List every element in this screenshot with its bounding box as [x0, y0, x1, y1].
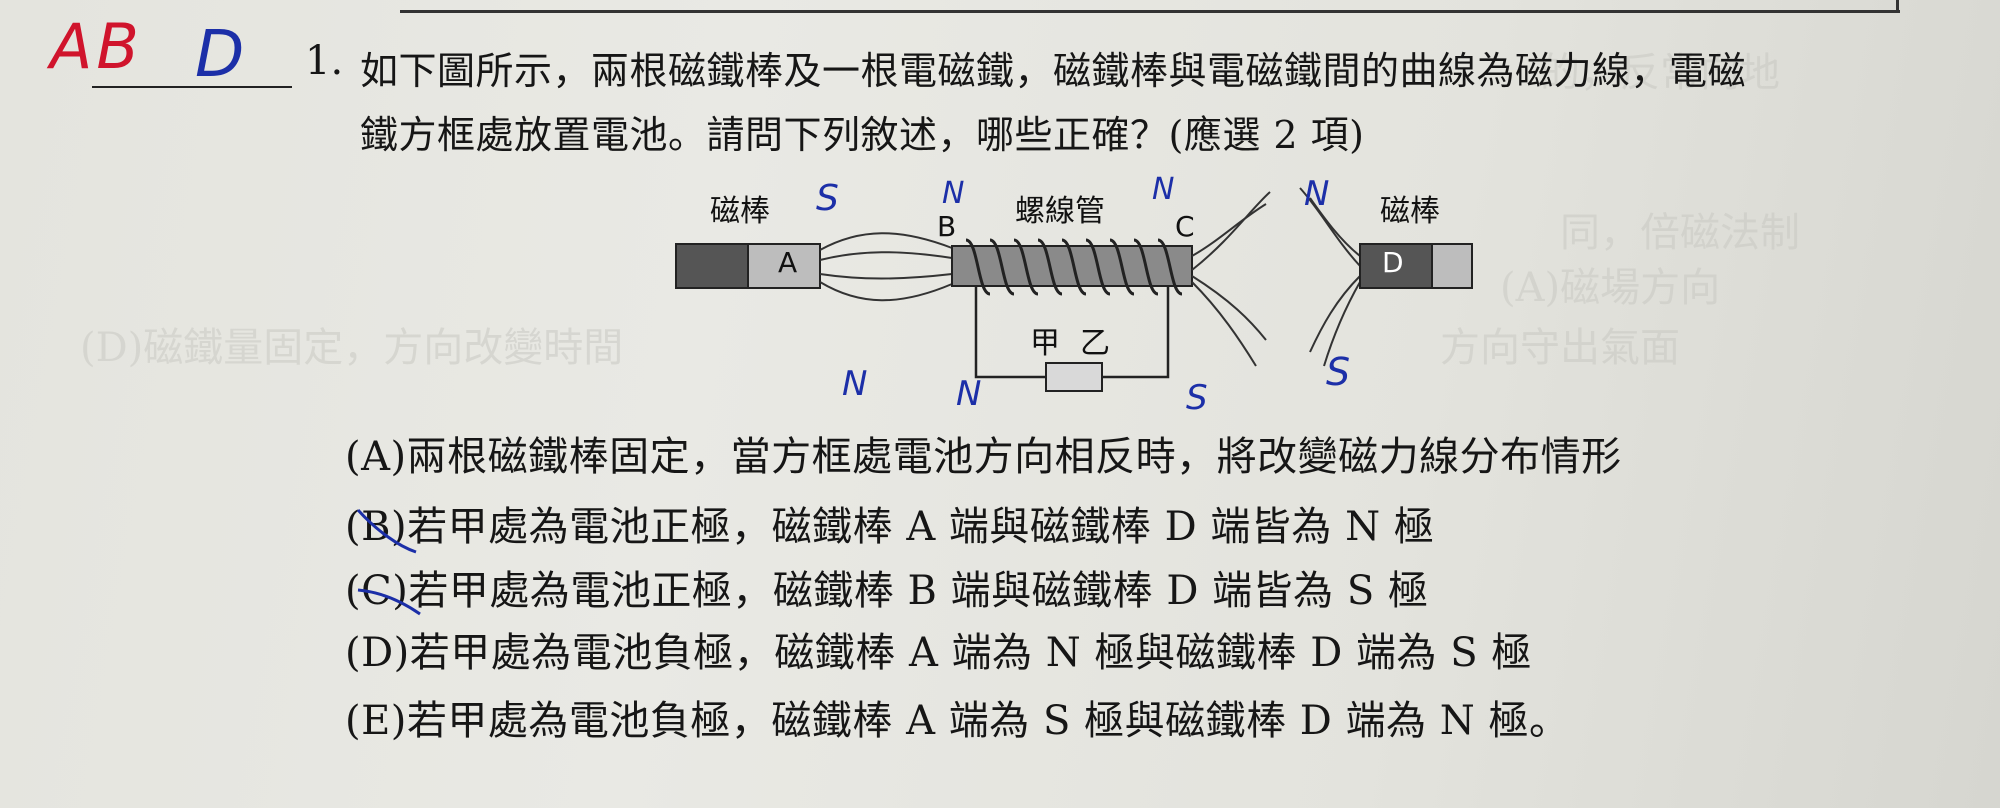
left-magnet-label: 磁棒 [710, 194, 770, 229]
option-text: 若甲處為電池負極，磁鐵棒 A 端為 N 極與磁鐵棒 D 端為 S 極 [409, 630, 1532, 676]
end-c-label: C [1175, 210, 1195, 243]
end-a-label: A [778, 246, 798, 279]
ghost-text: 的，反常向地 [1540, 50, 1780, 96]
answer-blank-line [92, 86, 292, 88]
handwritten-answer: AB [50, 10, 143, 83]
option-text: 若甲處為電池負極，磁鐵棒 A 端為 S 極與磁鐵棒 D 端為 N 極。 [406, 698, 1570, 744]
ghost-text: (A)磁場方向 [1500, 265, 1721, 311]
question-line-2: 鐵方框處放置電池。請問下列敘述，哪些正確？(應選 2 項) [360, 113, 1365, 157]
battery-label-yi: 乙 [1080, 326, 1110, 361]
solenoid-core [951, 245, 1193, 287]
question-line-1: 如下圖所示，兩根磁鐵棒及一根電磁鐵，磁鐵棒與電磁鐵間的曲線為磁力線，電磁 [360, 49, 1747, 93]
right-magnet-label: 磁棒 [1380, 194, 1440, 229]
magnet-diagram-svg [675, 187, 1473, 392]
handwritten-pole-s-left: S [816, 178, 839, 219]
option-b: (B)若甲處為電池正極，磁鐵棒 A 端與磁鐵棒 D 端皆為 N 極 [345, 494, 1434, 552]
handwritten-strike-marks [356, 508, 421, 616]
ghost-text: 方向守出氣面 [1440, 325, 1680, 371]
end-b-label: B [937, 210, 957, 243]
option-text: 兩根磁鐵棒固定，當方框處電池方向相反時，將改變磁力線分布情形 [406, 434, 1622, 480]
solenoid-label: 螺線管 [1015, 194, 1105, 229]
handwritten-pole-n-under-a: N [842, 364, 868, 404]
option-d: (D)若甲處為電池負極，磁鐵棒 A 端為 N 極與磁鐵棒 D 端為 S 極 [345, 620, 1532, 678]
battery-box [1045, 362, 1103, 392]
ghost-text: 同，倍磁法制 [1560, 210, 1800, 256]
handwritten-pole-n-under-b: N [956, 374, 982, 414]
handwritten-mark: D [195, 18, 245, 92]
option-key: (D) [345, 630, 410, 676]
right-border-line [1896, 0, 1899, 12]
question-number: 1. [305, 38, 344, 84]
magnet-diagram: 磁棒 磁棒 螺線管 A B C D 甲 乙 [660, 170, 1480, 424]
left-field-lines [819, 232, 953, 302]
left-magnet-light [747, 243, 821, 289]
solenoid-coil [965, 238, 1183, 296]
handwritten-pole-s-under-c: S [1186, 378, 1208, 418]
handwritten-pole-c: N [1152, 172, 1175, 207]
option-key: (E) [345, 698, 407, 744]
top-border-line [400, 10, 1900, 13]
right-magnet-dark [1359, 243, 1433, 289]
option-c: (C)若甲處為電池正極，磁鐵棒 B 端與磁鐵棒 D 端皆為 S 極 [345, 558, 1428, 616]
option-key: (A) [345, 434, 407, 480]
option-key: (C) [345, 568, 409, 614]
handwritten-pole-s-under-d: S [1326, 350, 1351, 394]
option-e: (E)若甲處為電池負極，磁鐵棒 A 端為 S 極與磁鐵棒 D 端為 N 極。 [345, 688, 1570, 746]
ghost-text: (D)磁鐵量固定，方向改變時間 [80, 325, 624, 371]
option-text: 若甲處為電池正極，磁鐵棒 B 端與磁鐵棒 D 端皆為 S 極 [408, 568, 1429, 614]
handwritten-pole-n-right: N [1304, 174, 1330, 214]
right-field-lines [1191, 187, 1361, 367]
circuit-wire [974, 286, 1170, 379]
right-magnet-light [1431, 243, 1473, 289]
option-a: (A)兩根磁鐵棒固定，當方框處電池方向相反時，將改變磁力線分布情形 [345, 424, 1622, 482]
option-text: 若甲處為電池正極，磁鐵棒 A 端與磁鐵棒 D 端皆為 N 極 [407, 504, 1435, 550]
battery-label-jia: 甲 [1030, 326, 1060, 361]
end-d-label: D [1382, 246, 1404, 279]
handwritten-pole-b: N [942, 176, 965, 211]
left-magnet-dark [675, 243, 749, 289]
